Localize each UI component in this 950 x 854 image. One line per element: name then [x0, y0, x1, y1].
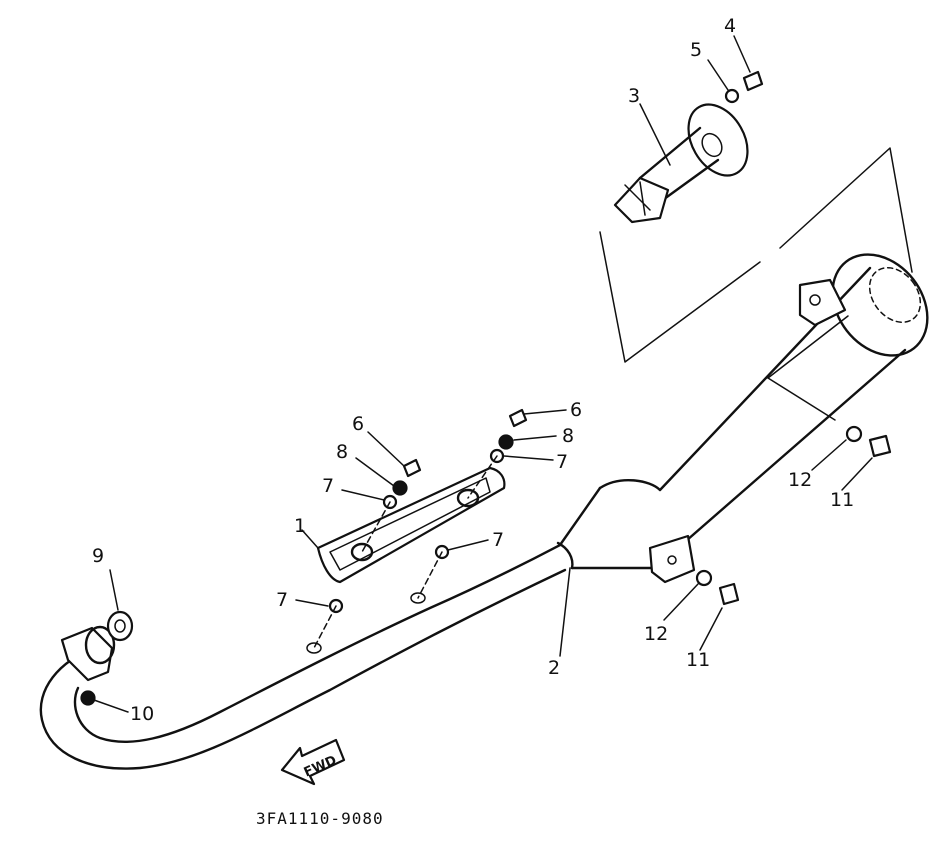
- callout-7-lower-right: 7: [492, 529, 504, 551]
- muffler: [598, 253, 929, 584]
- callout-12-upper: 12: [788, 469, 812, 491]
- callout-8-right: 8: [562, 425, 574, 447]
- callout-7-upper-left: 7: [322, 475, 334, 497]
- callout-7-upper-right: 7: [556, 451, 568, 473]
- callout-3: 3: [628, 85, 640, 107]
- callout-1: 1: [294, 515, 306, 537]
- callout-12-lower: 12: [644, 623, 668, 645]
- spark-arrester: [613, 103, 749, 224]
- callout-6-left: 6: [352, 413, 364, 435]
- leader-lines: [93, 35, 873, 713]
- callout-4: 4: [724, 15, 736, 37]
- diagram-code: 3FA1110-9080: [256, 809, 384, 828]
- callout-5: 5: [690, 39, 702, 61]
- callout-2: 2: [548, 657, 560, 679]
- callout-8-left: 8: [336, 441, 348, 463]
- heat-protector: [316, 466, 506, 584]
- exploded-outline: [599, 147, 913, 421]
- callout-10: 10: [130, 703, 154, 725]
- exhaust-pipe: [39, 486, 657, 770]
- callout-11-upper: 11: [830, 489, 854, 511]
- fwd-arrow: FWD: [280, 738, 346, 786]
- callout-6-right: 6: [570, 399, 582, 421]
- callout-7-lower-left: 7: [276, 589, 288, 611]
- callout-labels: 1 2 3 4 5 6 6 8 8 7 7 7 7 9 10 11 11 12 …: [92, 15, 854, 725]
- callout-11-lower: 11: [686, 649, 710, 671]
- callout-9: 9: [92, 545, 104, 567]
